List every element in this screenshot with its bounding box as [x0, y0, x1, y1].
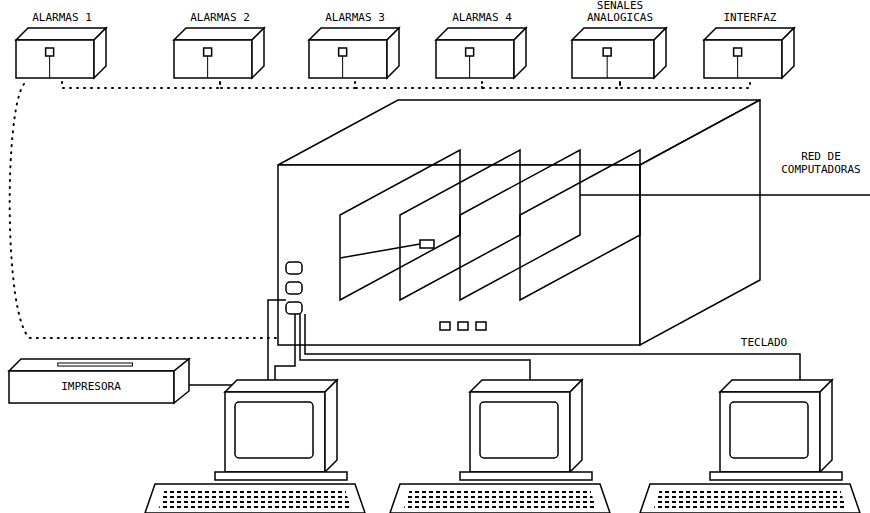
cabinet-label: SENALES ANALOGICAS [568, 0, 672, 24]
cabinet-unit: ALARMAS 1 [12, 0, 112, 82]
cabinet-heading: ALARMAS 4 [432, 0, 532, 24]
cabinet-unit: ALARMAS 4 [432, 0, 532, 82]
cabinet-unit: INTERFAZ [700, 0, 800, 82]
cabinet-outline [568, 26, 672, 82]
terminal [390, 380, 610, 513]
cabinet-label: ALARMAS 2 [190, 12, 250, 24]
bus-connector [220, 82, 355, 88]
cabinet-outline [432, 26, 532, 82]
cabinet-label: INTERFAZ [724, 12, 777, 24]
cabinet-heading: SENALES ANALOGICAS [568, 0, 672, 24]
cabinet-outline [700, 26, 800, 82]
device-label: IMPRESORA [61, 381, 121, 393]
printer-box: IMPRESORA [8, 358, 190, 404]
cabinet-heading: ALARMAS 1 [12, 0, 112, 24]
cabinet-heading: ALARMAS 2 [170, 0, 270, 24]
bus-connector [62, 82, 220, 88]
network-line [580, 194, 870, 196]
cabinet-label: ALARMAS 4 [452, 12, 512, 24]
network-label: RED DE COMPUTADORAS [772, 150, 870, 176]
printer-face: IMPRESORA [9, 372, 173, 402]
cabinet-label: ALARMAS 1 [32, 12, 92, 24]
keyboard-label: TECLADO [722, 336, 806, 349]
bus-connector [355, 82, 482, 88]
computer-chassis [278, 100, 760, 345]
alarm-bus [10, 84, 278, 338]
bus-connector [482, 82, 620, 88]
cabinet-outline [12, 26, 112, 82]
cabinet-unit: ALARMAS 3 [305, 0, 405, 82]
terminal [640, 380, 860, 513]
cabinet-outline [170, 26, 270, 82]
cabinet-unit: SENALES ANALOGICAS [568, 0, 672, 82]
bus-connector [620, 82, 750, 88]
cabinet-heading: INTERFAZ [700, 0, 800, 24]
cabinet-outline [305, 26, 405, 82]
cabinet-heading: ALARMAS 3 [305, 0, 405, 24]
cabinet-unit: ALARMAS 2 [170, 0, 270, 82]
cables [188, 300, 800, 385]
cabinet-label: ALARMAS 3 [325, 12, 385, 24]
